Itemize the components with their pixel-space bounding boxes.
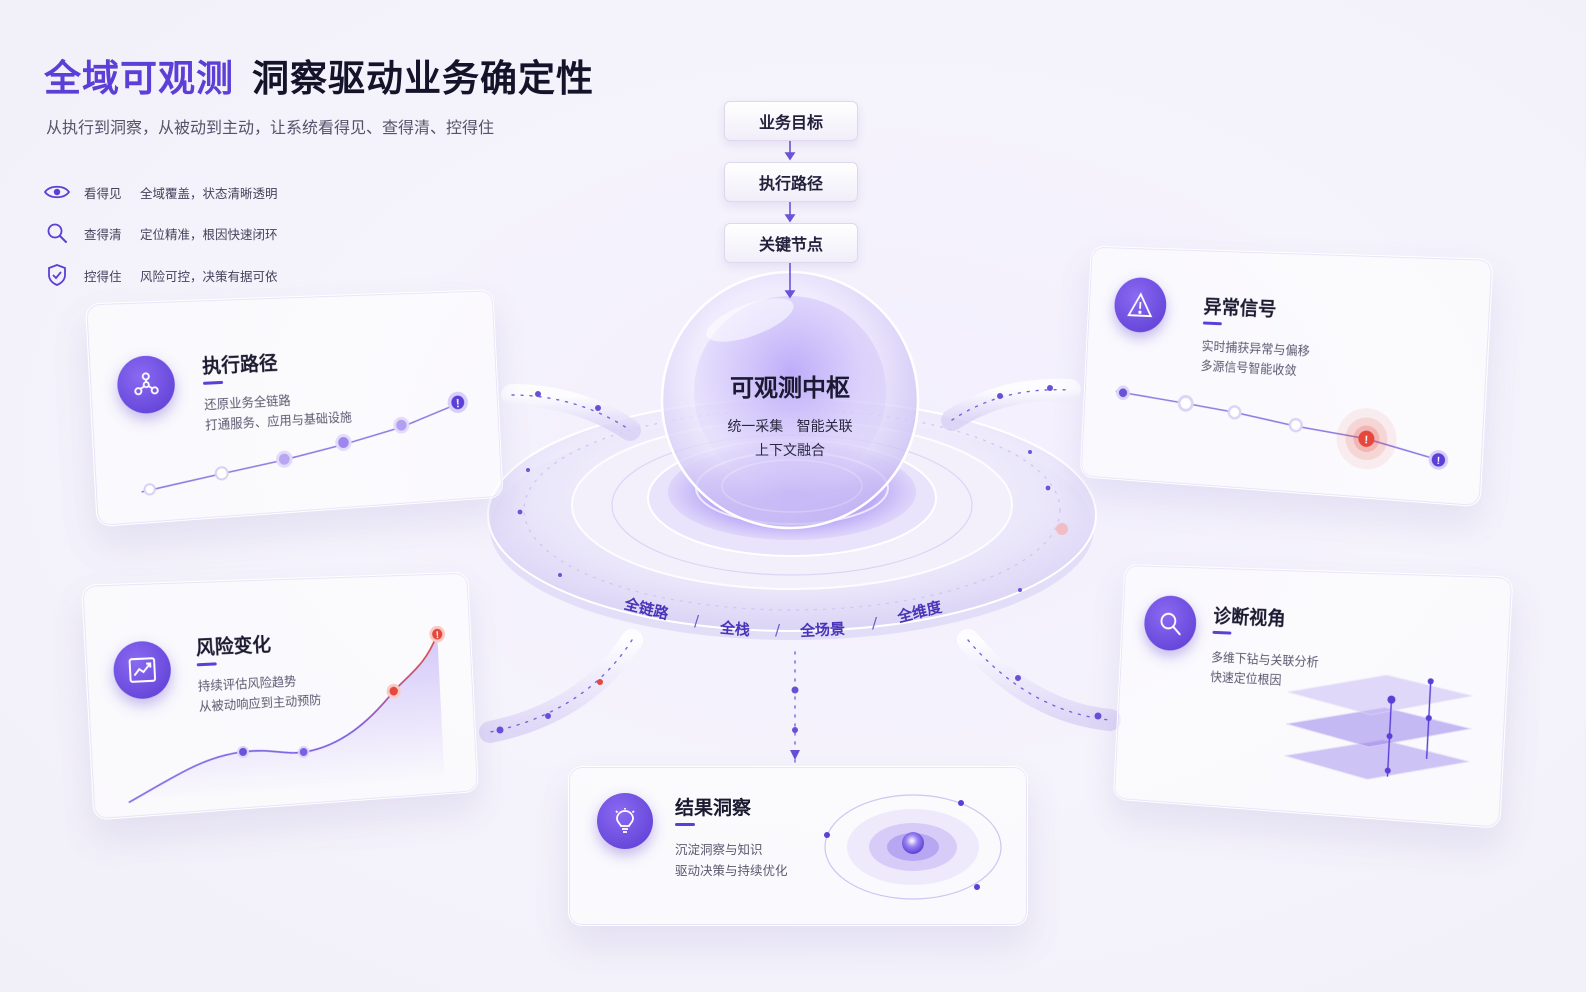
node-alert-mark: ! — [456, 397, 460, 411]
panel-desc-line: 驱动决策与持续优化 — [675, 863, 788, 878]
feature-key: 查得清 — [84, 226, 122, 242]
panel-result-insight: 结果洞察 沉淀洞察与知识 驱动决策与持续优化 — [568, 766, 1028, 926]
ring-separator: / — [694, 612, 700, 630]
panel-risk-change: 风险变化 持续评估风险趋势 从被动响应到主动预防 ! — [81, 571, 479, 821]
ring-separator: / — [775, 621, 781, 639]
panel-title: 结果洞察 — [675, 797, 752, 819]
node-alert-mark: ! — [1436, 455, 1440, 467]
title-underline — [675, 823, 695, 826]
title-main: 洞察驱动业务确定性 — [252, 57, 594, 100]
hub-title: 可观测中枢 — [730, 374, 850, 402]
feature-key: 看得见 — [84, 185, 122, 201]
layer-stack-graphic — [1114, 565, 1512, 828]
panel-execution-path: 执行路径 还原业务全链路 打通服务、应用与基础设施 ! — [84, 289, 504, 528]
shield-icon — [44, 263, 70, 287]
search-icon — [44, 221, 70, 245]
feature-control: 控得住 风险可控，决策有据可依 — [44, 263, 278, 287]
feature-desc: 定位精准，根因快速闭环 — [140, 226, 278, 242]
flow-step-key-node: 关键节点 — [724, 223, 858, 263]
hub-line-1: 统一采集 智能关联 — [727, 419, 853, 435]
panel-anomaly-signal: 异常信号 实时捕获异常与偏移 多源信号智能收敛 ! ! — [1079, 245, 1494, 508]
panel-desc-line: 沉淀洞察与知识 — [675, 842, 763, 857]
ring-separator: / — [872, 614, 878, 632]
flow-step-business-goal: 业务目标 — [724, 101, 858, 141]
feature-see: 看得见 全域覆盖，状态清晰透明 — [44, 180, 278, 204]
insight-orbit-graphic — [824, 794, 1002, 900]
anomaly-signal-graphic: ! ! — [1081, 247, 1493, 507]
execution-path-graphic: ! — [86, 290, 502, 526]
eye-icon — [44, 180, 70, 204]
feature-key: 控得住 — [84, 268, 122, 284]
feature-check: 查得清 定位精准，根因快速闭环 — [44, 221, 278, 245]
ring-label-full-scene: 全场景 — [799, 619, 846, 641]
alert-mark: ! — [436, 630, 440, 641]
page-subtitle: 从执行到洞察，从被动到主动，让系统看得见、查得清、控得住 — [46, 118, 495, 137]
ring-label-full-stack: 全栈 — [719, 618, 751, 640]
panel-diagnosis-view: 诊断视角 多维下钻与关联分析 快速定位根因 — [1112, 563, 1514, 829]
feature-desc: 风险可控，决策有据可依 — [140, 268, 278, 284]
alert-mark: ! — [1364, 434, 1368, 447]
lightbulb-icon — [597, 793, 653, 849]
hub-line-2: 上下文融合 — [755, 443, 825, 459]
title-accent: 全域可观测 — [44, 57, 234, 100]
risk-trend-graphic: ! — [82, 573, 478, 820]
flow-step-execution-path: 执行路径 — [724, 162, 858, 202]
feature-desc: 全域覆盖，状态清晰透明 — [140, 185, 278, 201]
page-title: 全域可观测洞察驱动业务确定性 — [44, 48, 594, 102]
